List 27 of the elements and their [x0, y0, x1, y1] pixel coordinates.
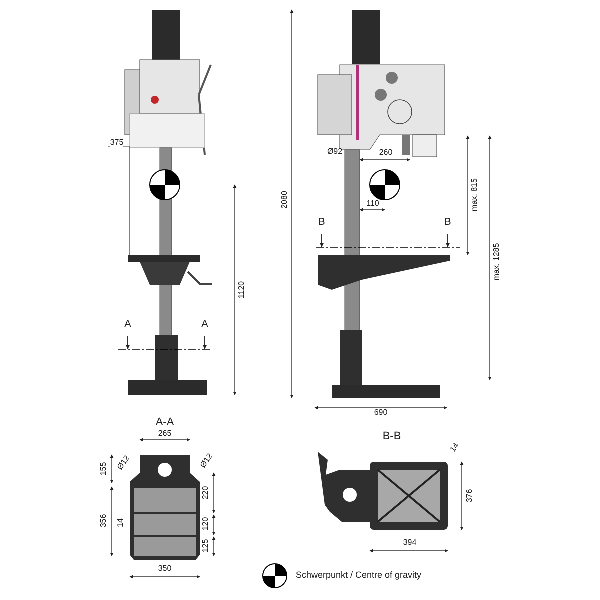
section-marker: A: [202, 320, 208, 330]
dimension-label: 155: [100, 462, 108, 476]
dimension-label: 260: [379, 149, 393, 157]
legend-label: Schwerpunkt / Centre of gravity: [296, 569, 422, 582]
dimension-label: 1120: [238, 281, 246, 299]
dimension-label: max. 1285: [493, 243, 501, 281]
dimension-label: 14: [117, 518, 125, 528]
section-marker: A: [124, 320, 132, 330]
dimension-label: 350: [158, 565, 172, 573]
section-title: A-A: [156, 418, 174, 428]
dimension-label: 375: [110, 139, 124, 147]
dimension-label: max. 815: [471, 178, 479, 212]
section-marker: B: [318, 218, 326, 228]
dimension-label: 376: [466, 489, 474, 503]
dimension-label: 220: [202, 486, 210, 500]
dimension-label: 690: [374, 409, 388, 417]
section-title: B-B: [382, 432, 402, 442]
dimension-label: 125: [202, 539, 210, 553]
dimension-label: 265: [158, 430, 172, 438]
dimension-label: 356: [100, 514, 108, 528]
dimension-label: 2080: [281, 191, 289, 209]
dimension-label: 14: [449, 442, 461, 454]
section-marker: B: [444, 218, 452, 228]
dimension-label: 394: [403, 539, 417, 547]
dimension-label: 120: [202, 517, 210, 531]
dimension-label: 110: [366, 200, 380, 208]
dimension-label: Ø92: [327, 148, 343, 156]
